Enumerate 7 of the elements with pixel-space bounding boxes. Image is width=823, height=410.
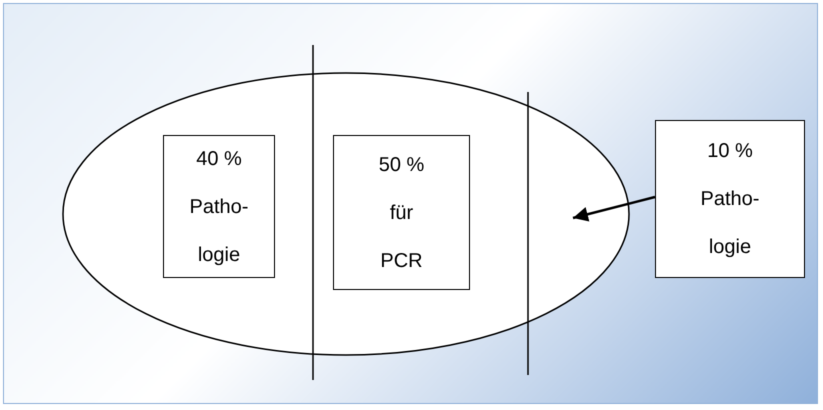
percentage-label: 10 % Patho- logie [700, 139, 760, 260]
percentage-label: 50 % für PCR [378, 152, 426, 274]
percentage-label: 40 % Patho- logie [188, 146, 250, 268]
text-box [163, 135, 275, 278]
text-box [333, 135, 470, 290]
text-box [655, 120, 805, 278]
arrow [572, 196, 656, 222]
